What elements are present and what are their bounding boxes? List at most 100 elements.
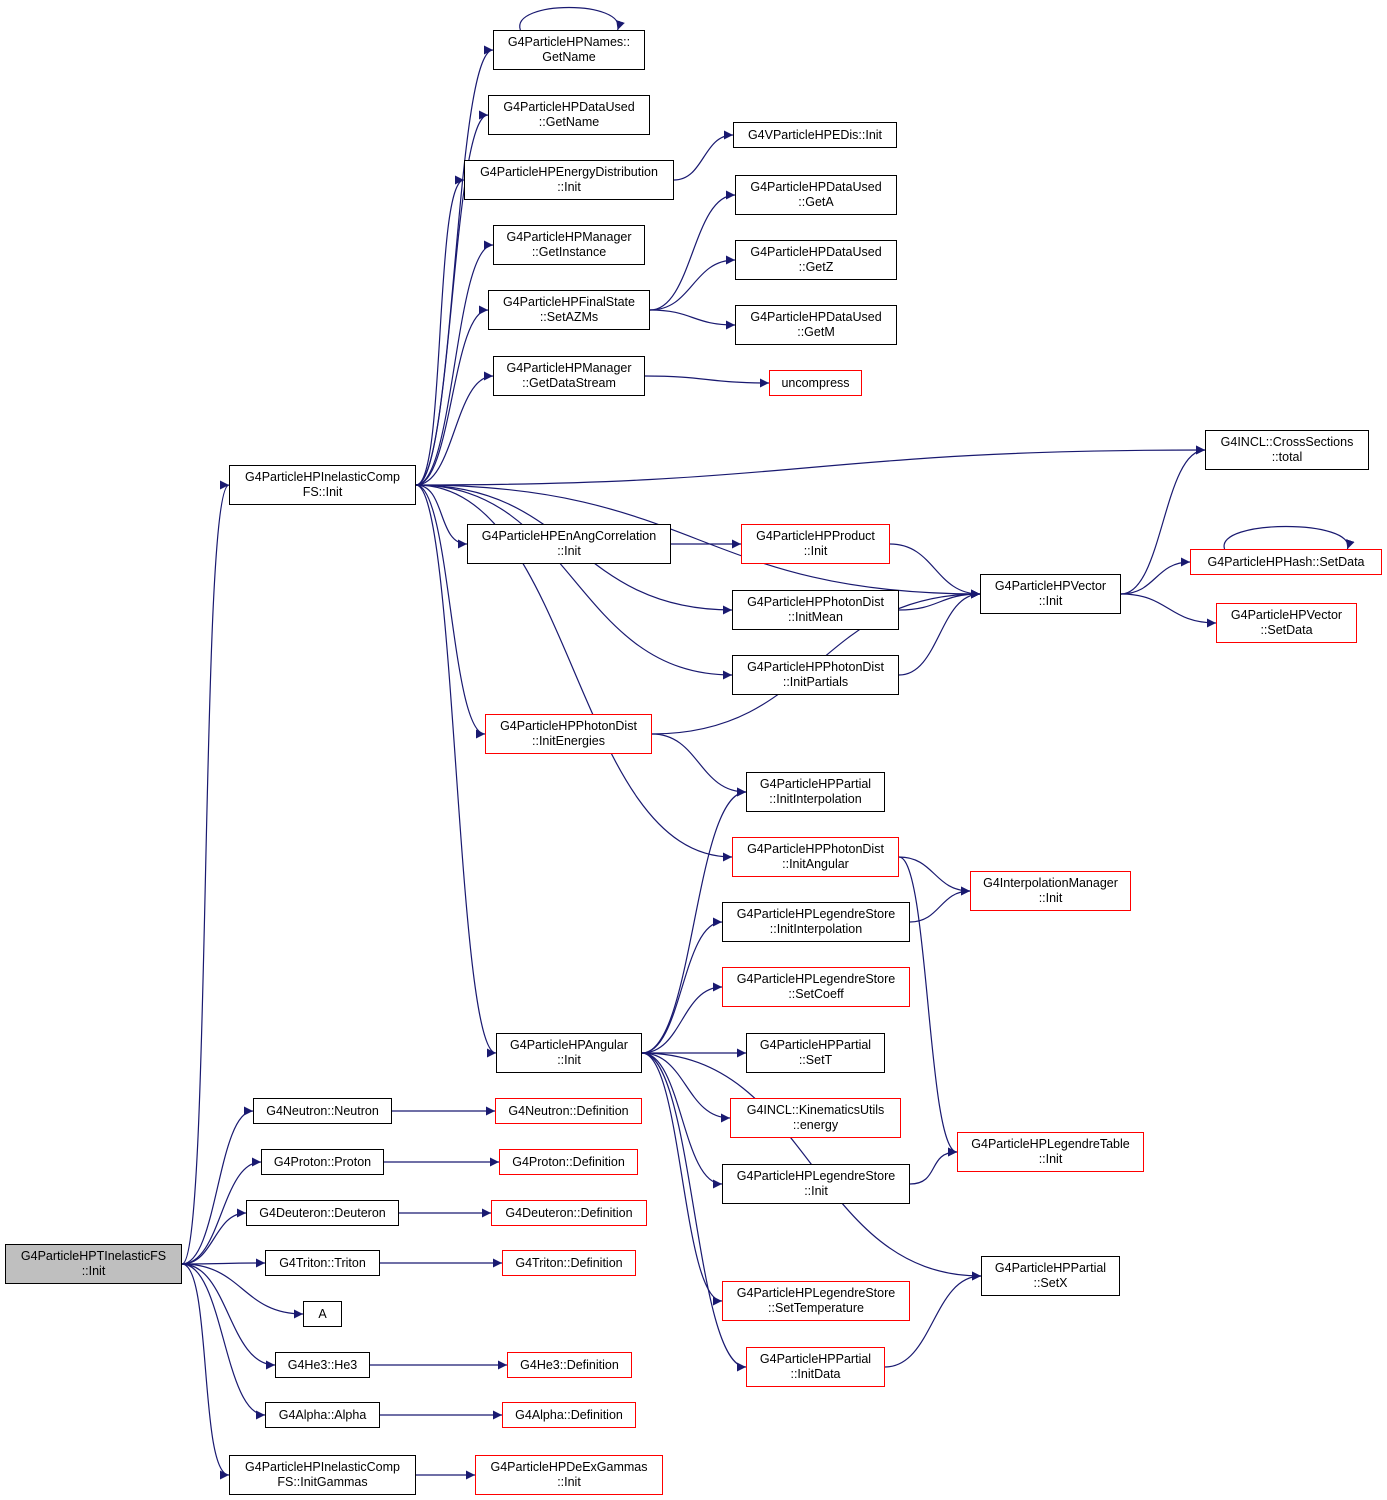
node-manager-getdatastream[interactable]: G4ParticleHPManager::GetDataStream: [493, 356, 645, 396]
node-label: G4ParticleHPVector: [994, 579, 1107, 593]
call-edge: [641, 982, 723, 1054]
node-dataused-geta[interactable]: G4ParticleHPDataUsed::GetA: [735, 175, 897, 215]
node-kinematicsutils-energy[interactable]: G4INCL::KinematicsUtils::energy: [730, 1098, 901, 1138]
call-edge: [519, 6, 625, 31]
node-partial-initdata[interactable]: G4ParticleHPPartial::InitData: [746, 1347, 885, 1387]
node-alpha-definition[interactable]: G4Alpha::Definition: [502, 1402, 636, 1428]
node-legendrestore-init[interactable]: G4ParticleHPLegendreStore::Init: [722, 1164, 910, 1204]
node-deuteron[interactable]: G4Deuteron::Deuteron: [246, 1200, 399, 1226]
node-label: G4ParticleHPEnergyDistribution: [480, 165, 658, 179]
node-proton-definition[interactable]: G4Proton::Definition: [499, 1149, 638, 1175]
node-dataused-getname[interactable]: G4ParticleHPDataUsed::GetName: [488, 95, 650, 135]
call-edge: [909, 886, 971, 923]
node-neutron[interactable]: G4Neutron::Neutron: [253, 1098, 392, 1124]
call-edge: [181, 1208, 247, 1265]
node-triton[interactable]: G4Triton::Triton: [265, 1250, 380, 1276]
node-photondist-initenergies[interactable]: G4ParticleHPPhotonDist::InitEnergies: [485, 714, 652, 754]
call-edge: [415, 305, 489, 486]
call-edge: [1120, 445, 1206, 595]
call-edge: [181, 1263, 230, 1480]
node-vector-init[interactable]: G4ParticleHPVector::Init: [980, 574, 1121, 614]
node-photondist-initangular[interactable]: G4ParticleHPPhotonDist::InitAngular: [732, 837, 899, 877]
node-label: G4ParticleHPProduct: [756, 529, 875, 543]
node-label: G4ParticleHPPhotonDist: [747, 595, 884, 609]
node-partial-setx[interactable]: G4ParticleHPPartial::SetX: [981, 1256, 1120, 1296]
node-label: ::InitInterpolation: [769, 922, 863, 936]
node-label: ::Init: [557, 1053, 581, 1067]
call-edge: [415, 371, 494, 486]
call-edge: [1120, 593, 1217, 628]
node-alpha[interactable]: G4Alpha::Alpha: [265, 1402, 380, 1428]
node-he3[interactable]: G4He3::He3: [275, 1352, 370, 1378]
node-triton-definition[interactable]: G4Triton::Definition: [502, 1250, 636, 1276]
node-a[interactable]: A: [303, 1301, 342, 1327]
node-label: ::total: [1271, 450, 1303, 464]
call-edge: [415, 484, 468, 549]
node-legendrestore-setcoeff[interactable]: G4ParticleHPLegendreStore::SetCoeff: [722, 967, 910, 1007]
node-legendrestore-initinterpolation[interactable]: G4ParticleHPLegendreStore::InitInterpola…: [722, 902, 910, 942]
node-names-getname[interactable]: G4ParticleHPNames::GetName: [493, 30, 645, 70]
node-deexgammas-init[interactable]: G4ParticleHPDeExGammas::Init: [475, 1455, 663, 1495]
call-edge: [181, 480, 230, 1265]
node-proton[interactable]: G4Proton::Proton: [261, 1149, 384, 1175]
node-manager-getinstance[interactable]: G4ParticleHPManager::GetInstance: [493, 225, 645, 265]
node-crosssections-total[interactable]: G4INCL::CrossSections::total: [1205, 430, 1369, 470]
call-edge: [181, 1157, 262, 1265]
node-interpolationmanager-init[interactable]: G4InterpolationManager::Init: [970, 871, 1131, 911]
node-label: G4INCL::KinematicsUtils: [746, 1103, 885, 1117]
node-legendrestore-settemperature[interactable]: G4ParticleHPLegendreStore::SetTemperatur…: [722, 1281, 910, 1321]
call-edge: [649, 309, 736, 330]
node-label: G4ParticleHPInelasticComp: [245, 470, 400, 484]
node-photondist-initpartials[interactable]: G4ParticleHPPhotonDist::InitPartials: [732, 655, 899, 695]
node-photondist-initmean[interactable]: G4ParticleHPPhotonDist::InitMean: [732, 590, 899, 630]
node-label: G4ParticleHPDataUsed: [503, 100, 635, 114]
call-edge: [641, 787, 747, 1054]
node-label: G4VParticleHPEDis::Init: [747, 127, 883, 142]
node-label: G4He3::He3: [287, 1357, 358, 1372]
node-product-init[interactable]: G4ParticleHPProduct::Init: [741, 524, 890, 564]
node-partial-sett[interactable]: G4ParticleHPPartial::SetT: [746, 1033, 885, 1073]
node-label: ::Init: [804, 1184, 828, 1198]
call-edge: [415, 175, 465, 486]
node-angular-init[interactable]: G4ParticleHPAngular::Init: [496, 1033, 642, 1073]
call-edge: [641, 1052, 747, 1372]
node-g4particlehptinelasticfs-init: G4ParticleHPTInelasticFS::Init: [5, 1244, 182, 1284]
node-uncompress[interactable]: uncompress: [769, 370, 862, 396]
node-label: G4ParticleHPFinalState: [502, 295, 635, 309]
node-label: ::Init: [81, 1264, 106, 1278]
node-energydistribution-init[interactable]: G4ParticleHPEnergyDistribution::Init: [464, 160, 674, 200]
node-vector-setdata[interactable]: G4ParticleHPVector::SetData: [1216, 603, 1357, 643]
node-dataused-getm[interactable]: G4ParticleHPDataUsed::GetM: [735, 305, 897, 345]
call-edge: [181, 1263, 304, 1319]
node-finalstate-setazms[interactable]: G4ParticleHPFinalState::SetAZMs: [488, 290, 650, 330]
call-edge: [644, 375, 770, 388]
node-vedis-init[interactable]: G4VParticleHPEDis::Init: [733, 122, 897, 148]
node-dataused-getz[interactable]: G4ParticleHPDataUsed::GetZ: [735, 240, 897, 280]
node-label: G4ParticleHPPhotonDist: [500, 719, 637, 733]
node-hash-setdata[interactable]: G4ParticleHPHash::SetData: [1190, 549, 1382, 575]
node-label: G4He3::Definition: [520, 1357, 619, 1372]
node-deuteron-definition[interactable]: G4Deuteron::Definition: [491, 1200, 647, 1226]
node-label: ::SetX: [1033, 1276, 1068, 1290]
call-edge: [898, 856, 971, 896]
node-label: ::Init: [803, 544, 828, 558]
node-label: G4ParticleHPLegendreStore: [736, 1286, 896, 1300]
node-label: G4ParticleHPDataUsed: [750, 310, 882, 324]
call-edge: [889, 543, 981, 599]
call-edge: [898, 856, 958, 1157]
call-edge: [415, 45, 494, 486]
node-label: ::GetDataStream: [522, 376, 616, 390]
node-legendretable-init[interactable]: G4ParticleHPLegendreTable::Init: [957, 1132, 1144, 1172]
node-label: ::SetT: [798, 1053, 833, 1067]
node-label: ::GetM: [797, 325, 835, 339]
node-neutron-definition[interactable]: G4Neutron::Definition: [495, 1098, 642, 1124]
call-edge: [1120, 557, 1191, 595]
call-edge: [651, 733, 747, 797]
node-he3-definition[interactable]: G4He3::Definition: [507, 1352, 632, 1378]
node-partial-initinterpolation[interactable]: G4ParticleHPPartial::InitInterpolation: [746, 772, 885, 812]
node-label: ::Init: [1038, 594, 1063, 608]
node-enangcorrelation-init[interactable]: G4ParticleHPEnAngCorrelation::Init: [467, 524, 671, 564]
node-label: ::SetAZMs: [539, 310, 599, 324]
